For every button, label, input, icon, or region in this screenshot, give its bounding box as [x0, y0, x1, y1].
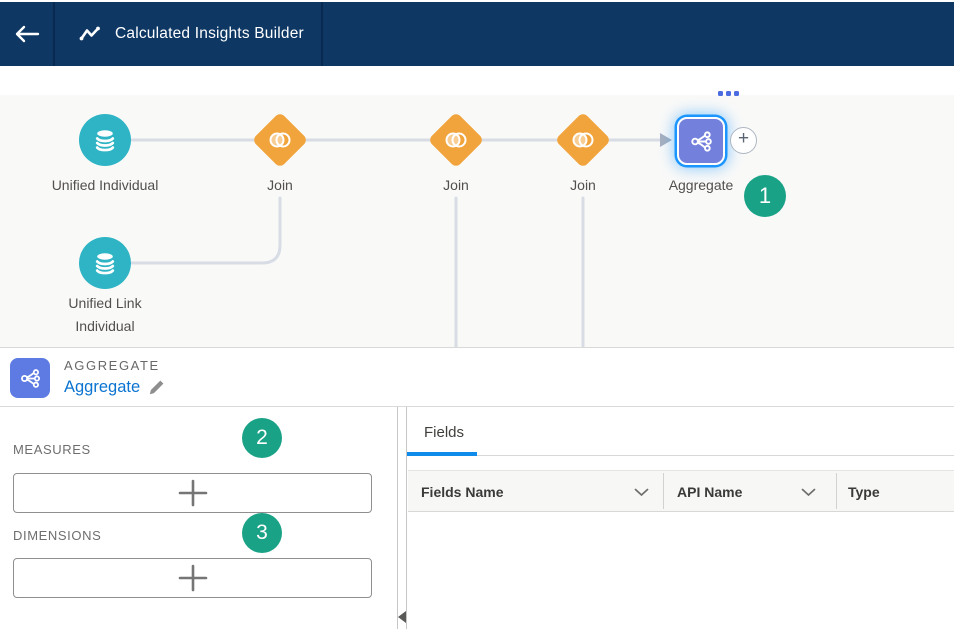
pencil-icon [148, 379, 165, 396]
top-navbar: Calculated Insights Builder [0, 2, 954, 66]
tab-bar-border [407, 455, 954, 456]
chevron-down-icon[interactable] [801, 488, 816, 497]
node-label-join-3: Join [543, 177, 623, 193]
chevron-down-icon[interactable] [634, 488, 649, 497]
database-icon [92, 127, 118, 153]
plus-icon [177, 563, 209, 593]
node-label-unified-link-individual: Unified Link Individual [55, 292, 155, 338]
node-actions-menu-icon[interactable] [718, 91, 742, 97]
aggregate-chip [10, 358, 50, 398]
node-join-1[interactable] [252, 112, 308, 168]
join-venn-icon [570, 130, 597, 150]
plus-icon [177, 478, 209, 508]
node-unified-individual[interactable] [79, 114, 131, 166]
analytics-pulse-icon [79, 26, 101, 42]
column-divider [663, 473, 664, 509]
navbar-divider-2 [321, 2, 323, 66]
measures-label: MEASURES [13, 442, 91, 457]
annotation-badge-1: 1 [744, 175, 786, 217]
column-divider [836, 473, 837, 509]
dimensions-label: DIMENSIONS [13, 528, 101, 543]
node-label-aggregate: Aggregate [659, 177, 743, 193]
add-node-button[interactable]: + [730, 127, 757, 154]
add-dimension-button[interactable] [13, 558, 372, 598]
inspector-header: AGGREGATE Aggregate [0, 347, 954, 407]
app-title-tab: Calculated Insights Builder [55, 2, 321, 66]
column-header-api-name[interactable]: API Name [677, 484, 742, 500]
back-button[interactable] [10, 18, 44, 50]
collapse-left-icon[interactable] [398, 611, 406, 623]
pane-splitter-line [406, 407, 407, 629]
node-aggregate-selected[interactable] [677, 117, 725, 165]
annotation-badge-2: 2 [242, 418, 282, 458]
aggregate-icon [18, 366, 43, 391]
node-join-3[interactable] [555, 112, 611, 168]
node-type-label: AGGREGATE [64, 358, 160, 373]
back-arrow-icon [14, 25, 40, 43]
edit-name-button[interactable] [148, 379, 165, 396]
node-join-2[interactable] [428, 112, 484, 168]
page-title: Calculated Insights Builder [115, 25, 304, 43]
database-icon [92, 250, 118, 276]
node-name-text: Aggregate [64, 378, 140, 397]
column-header-fields-name[interactable]: Fields Name [421, 484, 503, 500]
pane-splitter[interactable] [397, 407, 398, 629]
node-label-join-1: Join [240, 177, 320, 193]
connector-arrowhead-icon [660, 133, 672, 147]
active-tab-indicator [407, 452, 477, 456]
node-label-unified-individual: Unified Individual [25, 177, 185, 193]
annotation-badge-3: 3 [242, 513, 282, 553]
tab-fields[interactable]: Fields [424, 424, 464, 441]
column-header-type[interactable]: Type [848, 484, 880, 500]
add-measure-button[interactable] [13, 473, 372, 513]
join-venn-icon [267, 130, 294, 150]
node-label-join-2: Join [416, 177, 496, 193]
join-venn-icon [443, 130, 470, 150]
aggregate-icon [688, 128, 715, 155]
node-unified-link-individual[interactable] [79, 237, 131, 289]
